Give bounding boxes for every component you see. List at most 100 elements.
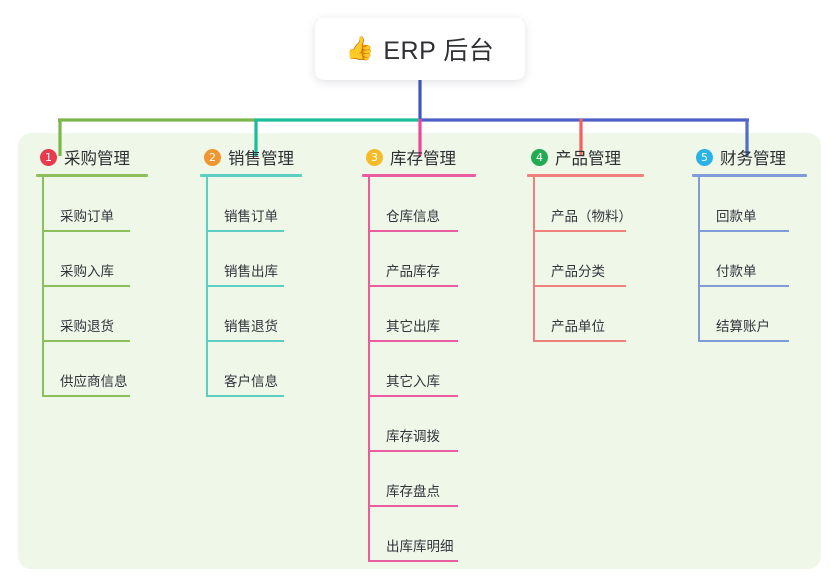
list-item[interactable]: 采购入库 bbox=[36, 232, 148, 287]
list-item-label: 库存调拨 bbox=[386, 429, 440, 444]
list-item[interactable]: 供应商信息 bbox=[36, 342, 148, 397]
list-item-label: 出库库明细 bbox=[386, 539, 454, 554]
column-header-1[interactable]: 1 采购管理 bbox=[36, 145, 148, 169]
list-item-label: 供应商信息 bbox=[60, 374, 128, 389]
list-item-rule bbox=[533, 340, 626, 342]
list-item-rule bbox=[42, 395, 130, 397]
list-item[interactable]: 付款单 bbox=[692, 232, 807, 287]
list-item[interactable]: 销售订单 bbox=[200, 177, 302, 232]
column-title: 库存管理 bbox=[390, 150, 456, 168]
list-item-label: 库存盘点 bbox=[386, 484, 440, 499]
column-spine bbox=[42, 177, 44, 397]
list-item-rule bbox=[368, 230, 458, 232]
list-item-rule bbox=[533, 285, 626, 287]
column-header-rule bbox=[362, 174, 476, 177]
list-item[interactable]: 产品单位 bbox=[527, 287, 644, 342]
column-spine bbox=[368, 177, 370, 562]
column-items: 回款单付款单结算账户 bbox=[692, 177, 807, 342]
column-title: 销售管理 bbox=[228, 150, 294, 168]
column-items: 仓库信息产品库存其它出库其它入库库存调拨库存盘点出库库明细 bbox=[362, 177, 476, 562]
column-title: 财务管理 bbox=[720, 150, 786, 168]
list-item-rule bbox=[206, 230, 284, 232]
list-item-rule bbox=[698, 230, 789, 232]
list-item[interactable]: 回款单 bbox=[692, 177, 807, 232]
column-badge-icon: 2 bbox=[204, 148, 221, 166]
list-item[interactable]: 产品（物料） bbox=[527, 177, 644, 232]
column-header-rule bbox=[692, 174, 807, 177]
column-header-rule bbox=[200, 174, 302, 177]
root-node[interactable]: 👍 ERP 后台 bbox=[315, 18, 525, 80]
list-item-label: 销售出库 bbox=[224, 264, 278, 279]
column-spine bbox=[698, 177, 700, 342]
list-item[interactable]: 结算账户 bbox=[692, 287, 807, 342]
list-item-label: 产品（物料） bbox=[551, 209, 632, 224]
list-item-rule bbox=[42, 230, 130, 232]
list-item[interactable]: 出库库明细 bbox=[362, 507, 476, 562]
column-badge-icon: 3 bbox=[366, 148, 383, 166]
list-item-rule bbox=[368, 395, 458, 397]
thumbs-up-icon: 👍 bbox=[345, 35, 375, 62]
list-item-rule bbox=[368, 505, 458, 507]
column-title: 产品管理 bbox=[555, 150, 621, 168]
list-item-rule bbox=[368, 285, 458, 287]
column-header-2[interactable]: 2 销售管理 bbox=[200, 145, 302, 169]
list-item[interactable]: 销售出库 bbox=[200, 232, 302, 287]
list-item-label: 采购订单 bbox=[60, 209, 114, 224]
list-item-label: 产品单位 bbox=[551, 319, 605, 334]
column-header-rule bbox=[527, 174, 644, 177]
column-header-4[interactable]: 4 产品管理 bbox=[527, 145, 644, 169]
column-spine bbox=[206, 177, 208, 397]
list-item-label: 采购退货 bbox=[60, 319, 114, 334]
list-item-rule bbox=[698, 285, 789, 287]
list-item[interactable]: 产品库存 bbox=[362, 232, 476, 287]
list-item-label: 结算账户 bbox=[716, 319, 770, 334]
list-item-rule bbox=[368, 340, 458, 342]
list-item[interactable]: 采购订单 bbox=[36, 177, 148, 232]
column-1: 1 采购管理采购订单采购入库采购退货供应商信息 bbox=[36, 145, 148, 397]
column-4: 4 产品管理产品（物料） 产品分类产品单位 bbox=[527, 145, 644, 342]
list-item-label: 付款单 bbox=[716, 264, 757, 279]
list-item[interactable]: 销售退货 bbox=[200, 287, 302, 342]
list-item-rule bbox=[368, 560, 458, 562]
list-item-rule bbox=[42, 340, 130, 342]
column-title: 采购管理 bbox=[64, 150, 130, 168]
list-item-label: 销售退货 bbox=[224, 319, 278, 334]
list-item[interactable]: 其它出库 bbox=[362, 287, 476, 342]
column-badge-icon: 4 bbox=[531, 148, 548, 166]
list-item[interactable]: 客户信息 bbox=[200, 342, 302, 397]
column-spine bbox=[533, 177, 535, 342]
list-item[interactable]: 采购退货 bbox=[36, 287, 148, 342]
list-item-label: 仓库信息 bbox=[386, 209, 440, 224]
list-item[interactable]: 产品分类 bbox=[527, 232, 644, 287]
column-3: 3 库存管理仓库信息产品库存其它出库其它入库库存调拨库存盘点出库库明细 bbox=[362, 145, 476, 562]
column-header-3[interactable]: 3 库存管理 bbox=[362, 145, 476, 169]
column-2: 2 销售管理销售订单销售出库销售退货客户信息 bbox=[200, 145, 302, 397]
list-item-label: 其它入库 bbox=[386, 374, 440, 389]
diagram-background-panel bbox=[18, 133, 821, 569]
list-item[interactable]: 库存调拨 bbox=[362, 397, 476, 452]
list-item-label: 客户信息 bbox=[224, 374, 278, 389]
column-items: 产品（物料） 产品分类产品单位 bbox=[527, 177, 644, 342]
column-items: 销售订单销售出库销售退货客户信息 bbox=[200, 177, 302, 397]
list-item-label: 销售订单 bbox=[224, 209, 278, 224]
list-item-rule bbox=[206, 340, 284, 342]
list-item-label: 产品分类 bbox=[551, 264, 605, 279]
list-item-label: 其它出库 bbox=[386, 319, 440, 334]
column-badge-icon: 5 bbox=[696, 148, 713, 166]
list-item-rule bbox=[533, 230, 626, 232]
list-item-rule bbox=[206, 285, 284, 287]
column-header-rule bbox=[36, 174, 148, 177]
list-item-label: 采购入库 bbox=[60, 264, 114, 279]
list-item[interactable]: 其它入库 bbox=[362, 342, 476, 397]
column-5: 5 财务管理回款单付款单结算账户 bbox=[692, 145, 807, 342]
column-header-5[interactable]: 5 财务管理 bbox=[692, 145, 807, 169]
list-item[interactable]: 库存盘点 bbox=[362, 452, 476, 507]
list-item-rule bbox=[698, 340, 789, 342]
list-item[interactable]: 仓库信息 bbox=[362, 177, 476, 232]
root-title: ERP 后台 bbox=[383, 37, 495, 65]
list-item-label: 产品库存 bbox=[386, 264, 440, 279]
list-item-rule bbox=[206, 395, 284, 397]
column-badge-icon: 1 bbox=[40, 148, 57, 166]
list-item-rule bbox=[42, 285, 130, 287]
